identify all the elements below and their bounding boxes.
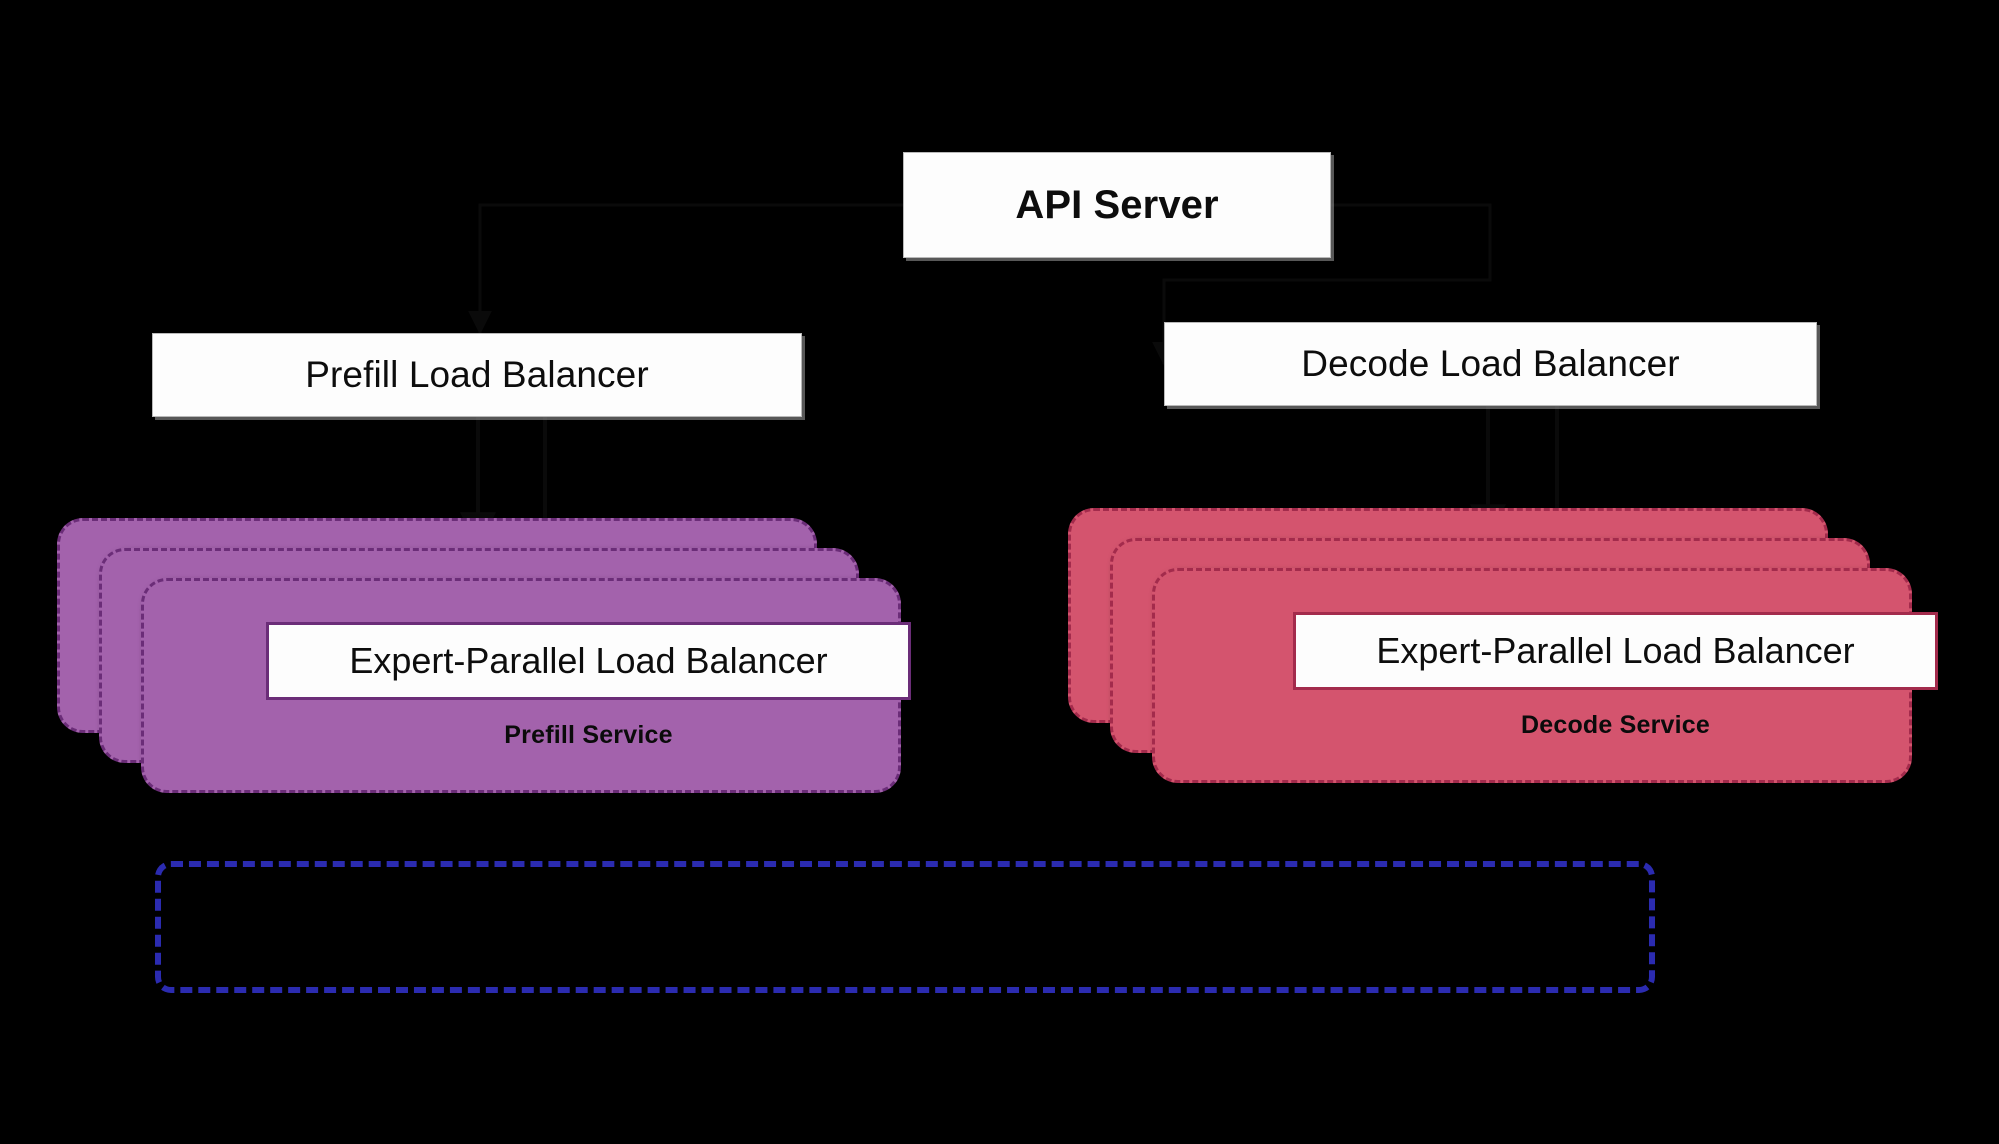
prefill-load-balancer-node[interactable]: Prefill Load Balancer — [152, 333, 802, 417]
prefill-expert-parallel-load-balancer-label: Expert-Parallel Load Balancer — [349, 640, 828, 681]
prefill-service-replica-front[interactable]: Expert-Parallel Load Balancer Prefill Se… — [141, 578, 911, 793]
prefill-service-stack: Expert-Parallel Load Balancer Prefill Se… — [57, 518, 957, 803]
decode-service-replica-front[interactable]: Expert-Parallel Load Balancer Decode Ser… — [1152, 568, 1938, 783]
decode-expert-parallel-load-balancer[interactable]: Expert-Parallel Load Balancer — [1293, 612, 1938, 690]
prefill-service-caption-text: Prefill Service — [504, 721, 673, 749]
decode-service-stack: Expert-Parallel Load Balancer Decode Ser… — [1068, 508, 1968, 793]
prefill-service-caption: Prefill Service — [266, 721, 911, 750]
decode-service-caption: Decode Service — [1293, 711, 1938, 740]
api-server-label: API Server — [1015, 182, 1219, 227]
decode-expert-parallel-load-balancer-label: Expert-Parallel Load Balancer — [1376, 630, 1855, 671]
decode-service-caption-text: Decode Service — [1520, 711, 1711, 739]
decode-load-balancer-label: Decode Load Balancer — [1301, 343, 1680, 384]
edge-api-to-prefill-lb — [468, 203, 903, 335]
bottom-dashed-container[interactable] — [155, 861, 1655, 993]
api-server-node[interactable]: API Server — [903, 152, 1331, 258]
prefill-expert-parallel-load-balancer[interactable]: Expert-Parallel Load Balancer — [266, 622, 911, 700]
decode-load-balancer-node[interactable]: Decode Load Balancer — [1164, 322, 1817, 406]
prefill-load-balancer-label: Prefill Load Balancer — [305, 354, 649, 395]
